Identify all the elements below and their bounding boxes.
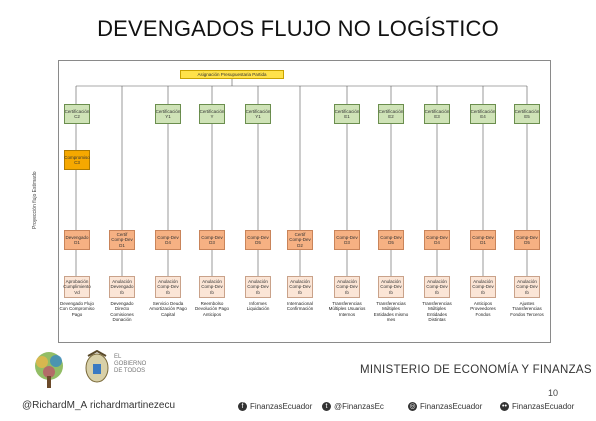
row3-box: Anulación Comp-Dev Ib xyxy=(155,276,181,298)
description-text: Anticipos Proveedores Fondos xyxy=(470,301,496,317)
facebook-link[interactable]: f FinanzasEcuador xyxy=(238,402,312,411)
row1-box: Certificación E3 xyxy=(424,104,450,124)
top-assignment-box: Asignación Presupuestaria Partida xyxy=(180,70,284,79)
row2-box: Comp-Dev D1 xyxy=(470,230,496,250)
row3-box: Anulación Devengado Ib xyxy=(109,276,135,298)
coat-of-arms-icon xyxy=(85,350,109,383)
description-text: Ajustes Transferencias Fondos Terceros xyxy=(510,301,544,317)
description-text: Servicio Deuda Amortización Pago Capital xyxy=(149,301,187,317)
row1-box: Certificación E4 xyxy=(470,104,496,124)
row1-box: Certificación E5 xyxy=(514,104,540,124)
gov-logo-text: EL GOBIERNO DE TODOS xyxy=(114,354,147,374)
row2-box: Comp-Dev D4 xyxy=(155,230,181,250)
row2-box: Comp-Dev D3 xyxy=(199,230,225,250)
page-number: 10 xyxy=(548,388,559,398)
row2-box: Comp-Dev D5 xyxy=(514,230,540,250)
description-text: Devengado Directo Comisiones Donación xyxy=(110,301,134,323)
ministry-name: MINISTERIO DE ECONOMÍA Y FINANZAS xyxy=(360,364,592,376)
row1-box: Certificación E2 xyxy=(378,104,404,124)
facebook-label: FinanzasEcuador xyxy=(250,402,313,411)
instagram-label: FinanzasEcuador xyxy=(420,402,483,411)
row1-box: Certificación E1 xyxy=(334,104,360,124)
row3-box: Aprobación Cumplimiento Vd xyxy=(63,276,91,298)
flickr-label: FinanzasEcuador xyxy=(512,402,575,411)
row2-box: Comp-Dev D4 xyxy=(424,230,450,250)
instagram-link[interactable]: ◎ FinanzasEcuador xyxy=(408,402,482,411)
description-text: Reembolso Devolución Pago Anticipos xyxy=(194,301,230,317)
flickr-icon: •• xyxy=(500,402,509,411)
row2-box: Comp-Dev D3 xyxy=(334,230,360,250)
description-text: Informes Liquidación xyxy=(246,301,270,312)
row1-box: Certificación Y1 xyxy=(245,104,271,124)
description-text: Transferencias Múltiples Entidades mismo… xyxy=(373,301,409,323)
description-text: Internacional Confirmación xyxy=(286,301,314,312)
instagram-icon: ◎ xyxy=(408,402,417,411)
row3-box: Anulación Comp-Dev Ib xyxy=(199,276,225,298)
facebook-icon: f xyxy=(238,402,247,411)
row3-box: Anulación Comp-Dev Ib xyxy=(424,276,450,298)
row3-box: Anulación Comp-Dev Ib xyxy=(287,276,313,298)
row1-box: Certificación Y xyxy=(199,104,225,124)
flickr-link[interactable]: •• FinanzasEcuador xyxy=(500,402,574,411)
compromise-box: Compromiso C3 xyxy=(64,150,90,170)
row3-box: Anulación Comp-Dev Ib xyxy=(514,276,540,298)
row1-box: Certificación C2 xyxy=(64,104,90,124)
page-title: DEVENGADOS FLUJO NO LOGÍSTICO xyxy=(97,16,499,41)
description-text: Transferencias Múltiples Entidades Disti… xyxy=(422,301,452,323)
row2-box: Certif Comp-Dev D2 xyxy=(287,230,313,250)
row3-box: Anulación Comp-Dev Ib xyxy=(378,276,404,298)
row3-box: Anulación Comp-Dev Ib xyxy=(470,276,496,298)
row3-box: Anulación Comp-Dev Ib xyxy=(245,276,271,298)
row1-box: Certificación Y1 xyxy=(155,104,181,124)
twitter-icon: t xyxy=(322,402,331,411)
row3-box: Anulación Comp-Dev Ib xyxy=(334,276,360,298)
description-text: Transferencias Múltiples Usuarios Intern… xyxy=(328,301,366,317)
website-link[interactable]: richardmartinezecu xyxy=(90,400,176,411)
twitter-label: @FinanzasEc xyxy=(334,402,384,411)
row2-box: Comp-Dev D5 xyxy=(245,230,271,250)
row2-box: Devengado D1 xyxy=(64,230,90,250)
row2-box: Comp-Dev D5 xyxy=(378,230,404,250)
tree-logo-icon xyxy=(35,352,63,388)
twitter-handle[interactable]: @RichardM_A xyxy=(22,400,88,411)
row2-box: Certif Comp-Dev D1 xyxy=(109,230,135,250)
twitter-link[interactable]: t @FinanzasEc xyxy=(322,402,384,411)
description-text: Devengado Flujo Con Compromiso Pago xyxy=(59,301,95,317)
